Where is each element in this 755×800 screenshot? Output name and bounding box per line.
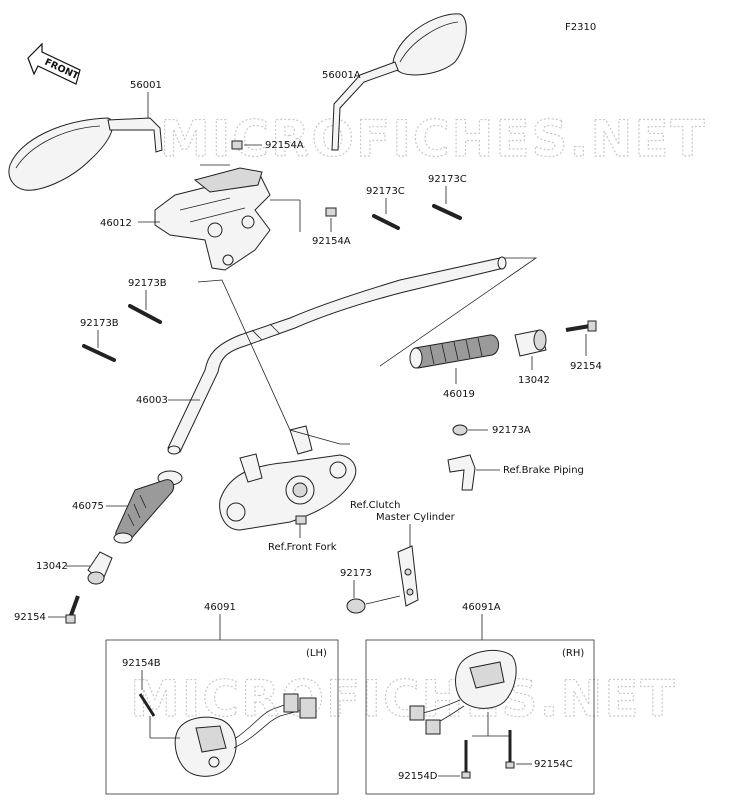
clutch-line-bracket: [397, 545, 419, 607]
bolt-92154A-top: [231, 140, 243, 150]
upper-triple-clamp: [219, 425, 357, 531]
pin-92173C-right: [432, 204, 462, 220]
label-92154B: 92154B: [122, 658, 161, 669]
label-92173B-top: 92173B: [128, 278, 167, 289]
label-92154-left: 92154: [14, 612, 46, 623]
right-bolt-92154: [565, 320, 597, 332]
left-grip-46075: [113, 470, 183, 544]
clamp-92173: [346, 598, 366, 614]
label-92173C-left: 92173C: [366, 186, 405, 197]
rh-switch-housing: [409, 649, 517, 735]
label-ref-clutch-1: Ref.Clutch: [350, 500, 400, 511]
label-92173B-left: 92173B: [80, 318, 119, 329]
label-46003: 46003: [136, 395, 168, 406]
watermark-bottom: MICROFICHES.NET: [130, 670, 677, 728]
label-ref-clutch-2: Master Cylinder: [376, 512, 456, 523]
front-arrow-icon: FRONT: [27, 42, 81, 85]
lh-switch-box: [105, 639, 339, 795]
figure-code: F2310: [565, 22, 596, 33]
label-ref-brake-piping: Ref.Brake Piping: [503, 465, 584, 476]
watermark-top: MICROFICHES.NET: [160, 110, 707, 168]
label-56001: 56001: [130, 80, 162, 91]
right-mirror: [331, 13, 467, 151]
label-56001A: 56001A: [322, 70, 361, 81]
label-92154-right: 92154: [570, 361, 602, 372]
label-46075: 46075: [72, 501, 104, 512]
bolt-92154C: [505, 730, 515, 769]
label-92154A-mid: 92154A: [312, 236, 351, 247]
pin-92173B-left: [82, 344, 116, 362]
lh-switch-housing: [138, 693, 317, 777]
left-bolt-92154: [65, 595, 80, 624]
pin-92173C-left: [372, 214, 400, 230]
lh-tag: (LH): [306, 648, 327, 659]
rh-switch-box: [365, 639, 595, 795]
label-46091: 46091: [204, 602, 236, 613]
label-92154C: 92154C: [534, 759, 573, 770]
label-92173A: 92173A: [492, 425, 531, 436]
label-46091A: 46091A: [462, 602, 501, 613]
pin-92173B-top: [128, 304, 162, 324]
left-bar-end-13042: [87, 551, 113, 585]
bolt-92154D: [461, 740, 471, 779]
label-46019: 46019: [443, 389, 475, 400]
right-bar-end-13042: [514, 329, 547, 357]
label-46012: 46012: [100, 218, 132, 229]
label-92154A-top: 92154A: [265, 140, 304, 151]
label-13042-right: 13042: [518, 375, 550, 386]
label-92173C-right: 92173C: [428, 174, 467, 185]
handlebar-clamp-bracket: [154, 167, 271, 271]
label-92173: 92173: [340, 568, 372, 579]
label-13042-left: 13042: [36, 561, 68, 572]
bolt-92154A-mid: [325, 207, 337, 217]
label-92154D: 92154D: [398, 771, 438, 782]
right-grip-46019: [409, 334, 499, 369]
handlebar-46003: [167, 256, 507, 455]
label-ref-front-fork: Ref.Front Fork: [268, 542, 337, 553]
brake-piping-bracket: [447, 454, 476, 491]
clamp-92173A: [452, 424, 468, 436]
rh-tag: (RH): [562, 648, 584, 659]
left-mirror: [8, 117, 163, 191]
